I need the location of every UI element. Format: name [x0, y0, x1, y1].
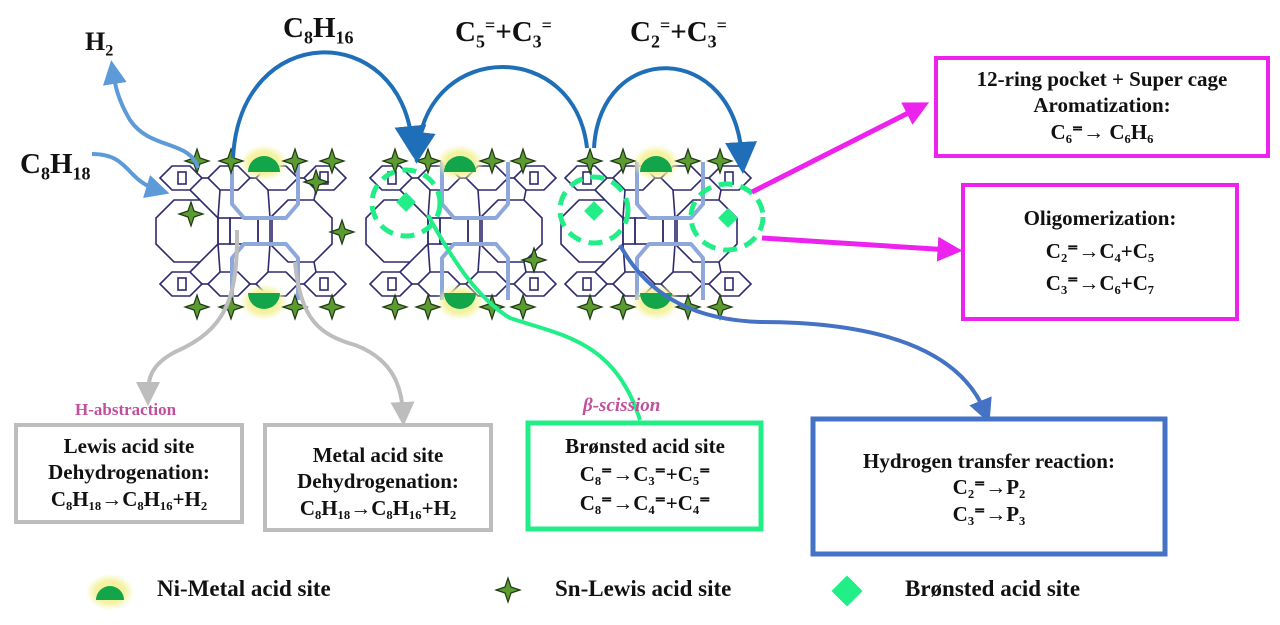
aromatization-equation: C₆⁼→ C₆H₆	[1050, 119, 1154, 144]
bronsted-site-icon	[831, 575, 863, 607]
oligomerization-box-border	[961, 183, 1239, 321]
metal-equation: C₈H₁₈→C₈H₁₆+H₂	[299, 495, 457, 520]
c8h16-transfer-arrow	[231, 50, 427, 159]
metal-acid-box: Metal acid site Dehydrogenation: C₈H₁₈→C…	[267, 442, 489, 521]
sn-lewis-site-icon	[495, 577, 521, 603]
c5c3-transfer-arrow-a	[403, 65, 589, 164]
lewis-title: Lewis acid site	[63, 434, 195, 458]
ni-site-icon	[436, 284, 484, 320]
sn-site-icon	[675, 148, 701, 174]
to-lewis-box-arrow	[136, 229, 240, 406]
c8h18-label: C8H18	[20, 148, 91, 184]
lewis-subtitle: Dehydrogenation:	[48, 460, 210, 485]
sn-site-icon	[329, 219, 355, 245]
bronsted-site-icon	[718, 208, 738, 228]
sn-site-icon	[610, 294, 636, 320]
sn-site-icon	[510, 294, 536, 320]
hydrogen-transfer-box: Hydrogen transfer reaction: C₂⁼→P₂ C₃⁼→P…	[816, 448, 1162, 527]
metal-subtitle: Dehydrogenation:	[297, 469, 459, 494]
hydrogen-transfer-box-border	[810, 416, 1168, 557]
oligomerization-equation-1: C₂⁼→C₄+C₅	[1045, 238, 1155, 263]
aromatization-box: 12-ring pocket + Super cage Aromatizatio…	[938, 66, 1266, 145]
bronsted-site-icon	[396, 192, 416, 212]
sn-site-icon	[577, 294, 603, 320]
to-hydrogen-transfer-arrow	[618, 244, 992, 424]
to-aromatization-arrow	[750, 102, 930, 195]
legend-sn-lewis: Sn-Lewis acid site	[555, 576, 732, 601]
metal-box-border	[263, 423, 493, 532]
bronsted-acid-box: Brønsted acid site C₈⁼→C₃⁼+C₅⁼ C₈⁼→C₄⁼+C…	[531, 432, 759, 517]
sn-site-icon	[282, 148, 308, 174]
h-abstraction-tag: H-abstraction	[75, 400, 177, 419]
ni-site-icon	[240, 284, 288, 320]
bronsted-box-border	[525, 420, 764, 532]
arrows	[91, 50, 992, 426]
sn-site-icon	[319, 148, 345, 174]
c2-c3-label: C2=+C3=	[630, 15, 727, 52]
sn-site-icon	[610, 148, 636, 174]
bronsted-equation-2: C₈⁼→C₄⁼+C₄⁼	[579, 490, 711, 515]
channel-overlay-2	[440, 160, 510, 302]
oligomerization-equation-2: C₃⁼→C₆+C₇	[1045, 271, 1155, 296]
zeolite-framework	[155, 160, 752, 302]
ni-site-icon	[632, 145, 680, 181]
lewis-equation: C₈H₁₈→C₈H₁₆+H₂	[50, 486, 208, 511]
oligomerization-box: Oligomerization: C₂⁼→C₄+C₅ C₃⁼→C₆+C₇	[965, 202, 1235, 300]
hydrogen-transfer-equation-2: C₃⁼→P₃	[952, 501, 1026, 526]
bronsted-site-icon	[584, 201, 604, 221]
ni-site-icon	[436, 145, 484, 181]
sn-site-icon	[707, 148, 733, 174]
aromatization-title: 12-ring pocket + Super cage	[976, 67, 1228, 91]
to-oligomerization-arrow	[761, 235, 963, 262]
lewis-box-border	[14, 423, 244, 524]
bronsted-equation-1: C₈⁼→C₃⁼+C₅⁼	[579, 462, 711, 487]
c8h16-label: C8H16	[283, 12, 354, 48]
sn-site-icon	[178, 201, 204, 227]
lewis-acid-box: Lewis acid site Dehydrogenation: C₈H₁₈→C…	[18, 433, 240, 512]
h2-label: H2	[85, 27, 114, 60]
sn-site-icon	[184, 294, 210, 320]
hydrogen-transfer-title: Hydrogen transfer reaction:	[863, 449, 1115, 473]
ni-metal-sites	[240, 145, 680, 320]
sn-site-icon	[510, 148, 536, 174]
bronsted-highlight-ring	[557, 174, 631, 246]
bronsted-highlight-ring	[369, 167, 443, 239]
hydrogen-transfer-equation-1: C₂⁼→P₂	[952, 475, 1026, 500]
legend-bronsted: Brønsted acid site	[905, 576, 1081, 601]
c5-c3-label: C5=+C3=	[455, 15, 552, 52]
h2-release-arrow	[102, 60, 200, 169]
aromatization-box-border	[934, 56, 1270, 158]
aromatization-subtitle: Aromatization:	[1033, 93, 1171, 118]
sn-site-icon	[218, 148, 244, 174]
oligomerization-title: Oligomerization:	[1023, 206, 1177, 230]
to-bronsted-box-arrow	[426, 214, 642, 421]
c2c3-transfer-arrow	[592, 66, 758, 174]
bronsted-highlight-ring	[688, 181, 766, 253]
ni-site-icon	[240, 145, 288, 181]
channel-overlay-1	[230, 160, 300, 302]
to-metal-box-arrow	[293, 261, 415, 426]
sn-site-icon	[382, 294, 408, 320]
ni-metal-site-icon	[86, 574, 134, 610]
bronsted-title: Brønsted acid site	[565, 434, 725, 458]
sn-site-icon	[415, 148, 441, 174]
legend-ni-metal: Ni-Metal acid site	[157, 576, 331, 601]
framework-cell-2	[365, 165, 557, 297]
beta-scission-tag: β-scission	[583, 395, 661, 416]
sn-site-icon	[319, 294, 345, 320]
c8h18-feed-arrow	[91, 152, 170, 198]
sn-site-icon	[415, 294, 441, 320]
metal-title: Metal acid site	[312, 443, 444, 467]
